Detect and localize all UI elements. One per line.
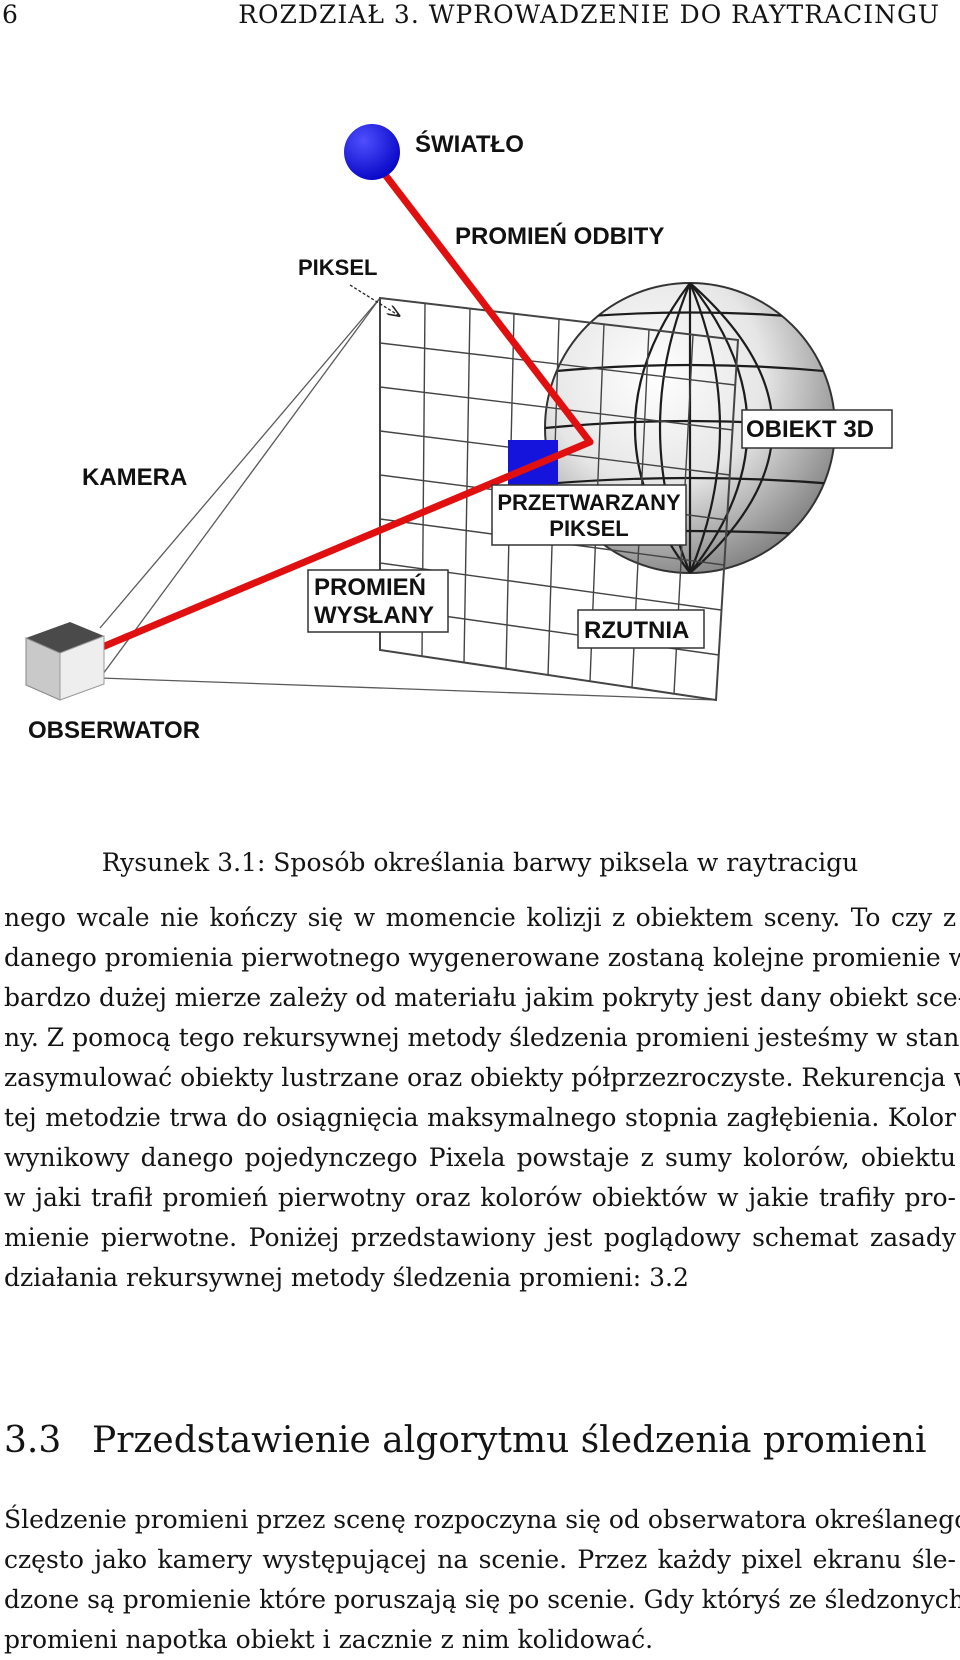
raytracing-diagram: ŚWIATŁO PROMIEŃ ODBITY PIKSEL KAMERA OBS… bbox=[25, 124, 893, 744]
label-sent-ray-line2: WYSŁANY bbox=[314, 602, 434, 629]
text-line: promieni napotka obiekt i zacznie z nim … bbox=[4, 1625, 654, 1654]
label-object-3d: OBIEKT 3D bbox=[746, 416, 874, 443]
running-head: ROZDZIAŁ 3. WPROWADZENIE DO RAYTRACINGU bbox=[238, 0, 940, 29]
text-line: ny. Z pomocą tego rekursywnej metody śle… bbox=[4, 1023, 960, 1052]
text-line: dzone są promienie które poruszają się p… bbox=[4, 1585, 960, 1614]
label-light: ŚWIATŁO bbox=[415, 130, 524, 158]
text-line: nego wcale nie kończy się w momencie kol… bbox=[4, 903, 956, 932]
section-title: Przedstawienie algorytmu śledzenia promi… bbox=[92, 1420, 927, 1461]
paragraph-2: Śledzenie promieni przez scenę rozpoczyn… bbox=[4, 1500, 960, 1660]
text-line: często jako kamery występującej na sceni… bbox=[4, 1545, 956, 1574]
label-camera: KAMERA bbox=[82, 464, 187, 491]
label-viewport: RZUTNIA bbox=[584, 617, 689, 644]
rays bbox=[96, 151, 594, 652]
light-source bbox=[344, 124, 400, 180]
text-line: w jaki trafił promień pierwotny oraz kol… bbox=[4, 1183, 956, 1212]
text-line: danego promienia pierwotnego wygenerowan… bbox=[4, 943, 960, 972]
page-number: 6 bbox=[2, 0, 19, 29]
frustum-lines bbox=[99, 297, 717, 701]
paragraph-1: nego wcale nie kończy się w momencie kol… bbox=[4, 898, 960, 1298]
label-sent-ray-line1: PROMIEŃ bbox=[314, 573, 426, 601]
label-processed-pixel-line1: PRZETWARZANY bbox=[497, 490, 681, 515]
label-reflected-ray: PROMIEŃ ODBITY bbox=[455, 222, 664, 250]
text-line: działania rekursywnej metody śledzenia p… bbox=[4, 1263, 689, 1292]
raytracing-figure: ŚWIATŁO PROMIEŃ ODBITY PIKSEL KAMERA OBS… bbox=[0, 110, 960, 800]
label-pixel: PIKSEL bbox=[298, 255, 377, 280]
section-number: 3.3 bbox=[4, 1420, 62, 1461]
text-line: wynikowy danego pojedynczego Pixela pows… bbox=[4, 1143, 956, 1172]
observer-cube bbox=[25, 622, 105, 701]
section-heading: 3.3 Przedstawienie algorytmu śledzenia pr… bbox=[4, 1420, 927, 1461]
figure-caption: Rysunek 3.1: Sposób określania barwy pik… bbox=[101, 848, 859, 877]
text-line: Śledzenie promieni przez scenę rozpoczyn… bbox=[4, 1505, 960, 1534]
pixel-arrow bbox=[349, 284, 398, 315]
label-observer: OBSERWATOR bbox=[28, 717, 200, 744]
text-line: mienie pierwotne. Poniżej przedstawiony … bbox=[4, 1223, 956, 1252]
text-line: zasymulować obiekty lustrzane oraz obiek… bbox=[4, 1063, 960, 1092]
label-processed-pixel-line2: PIKSEL bbox=[549, 516, 628, 541]
page-header: 6 ROZDZIAŁ 3. WPROWADZENIE DO RAYTRACING… bbox=[0, 0, 960, 34]
text-line: tej metodzie trwa do osiągnięcia maksyma… bbox=[4, 1103, 956, 1132]
text-line: bardzo dużej mierze zależy od materiału … bbox=[4, 983, 960, 1012]
